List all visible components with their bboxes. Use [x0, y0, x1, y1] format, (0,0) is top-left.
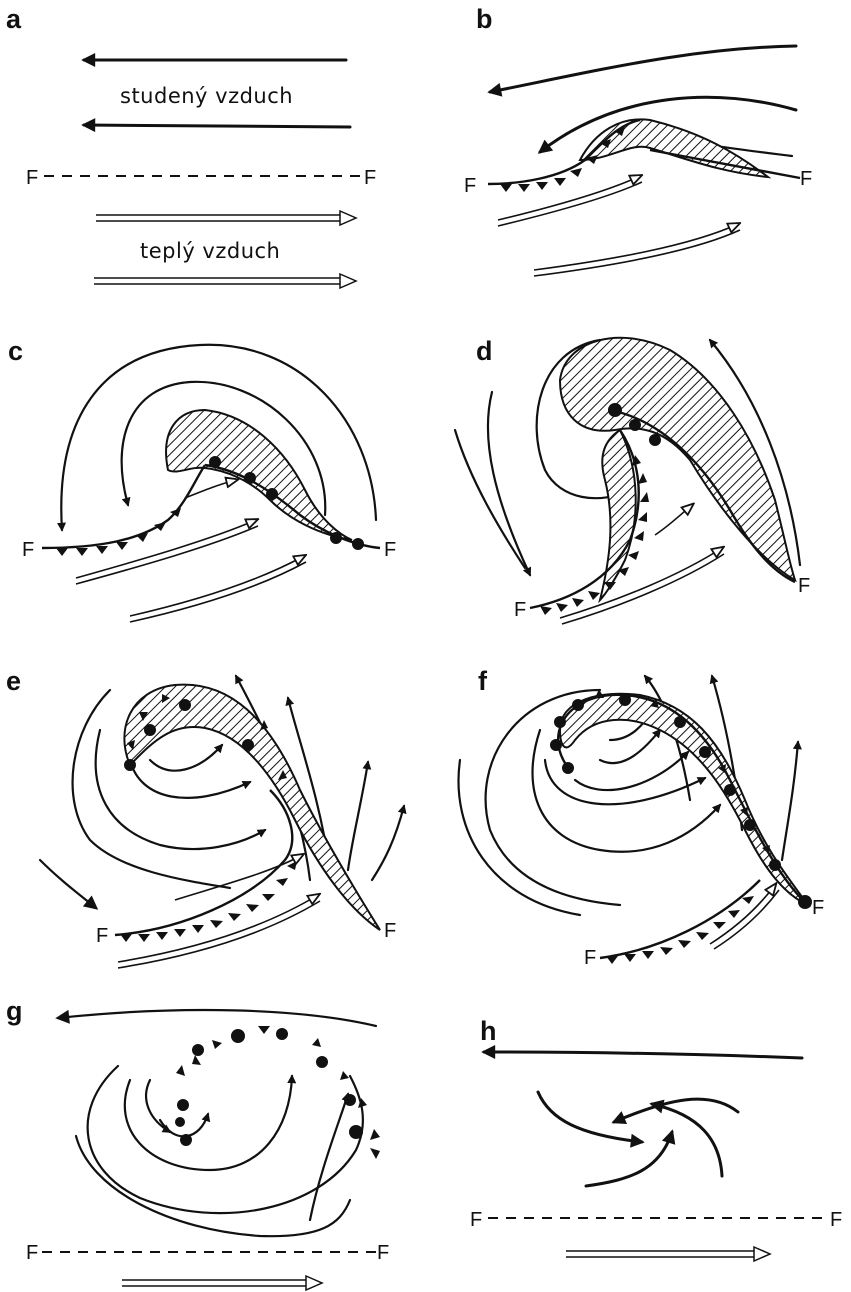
- cold-air-streamline: [160, 1114, 208, 1136]
- cold-air-streamline: [88, 1066, 363, 1213]
- cold-air-streamline: [40, 860, 96, 908]
- cold-air-streamline: [484, 1052, 802, 1058]
- cold-air-streamline: [150, 745, 222, 771]
- cold-air-streamline: [348, 762, 368, 870]
- cold-air-streamline: [58, 1010, 376, 1026]
- panel-label-a: a: [6, 4, 22, 34]
- panel-e: e F F: [6, 666, 404, 968]
- panel-a: a studený vzduch F F teplý vzduch: [6, 4, 376, 288]
- warm-air-arrow: [122, 1276, 322, 1290]
- warm-air-streamline: [498, 182, 642, 226]
- cold-air-streamline: [310, 1094, 348, 1220]
- panel-c: c F F: [8, 336, 396, 622]
- cold-air-streamline: [96, 730, 265, 849]
- front-label-left: F: [26, 1242, 38, 1264]
- warm-sector-hatched: [560, 338, 795, 580]
- warm-air-streamline: [118, 895, 318, 962]
- cold-air-streamline: [125, 1076, 292, 1170]
- cold-air-label: studený vzduch: [120, 84, 293, 108]
- cold-air-streamline: [372, 806, 404, 880]
- cold-air-streamline: [459, 760, 581, 915]
- panel-f: f F F: [459, 666, 825, 969]
- front-label-right: F: [377, 1242, 389, 1264]
- front-label-left: F: [22, 539, 34, 561]
- panel-g: g F F: [6, 996, 389, 1290]
- front-label-left: F: [514, 599, 526, 621]
- warm-air-label: teplý vzduch: [140, 239, 280, 263]
- front-label-right: F: [812, 897, 824, 919]
- cold-air-streamline: [490, 46, 796, 92]
- warm-sector-hatched: [600, 430, 636, 600]
- front-label-left: F: [26, 167, 38, 189]
- front-label-left: F: [584, 947, 596, 969]
- warm-air-arrow: [96, 211, 356, 225]
- panel-label-h: h: [480, 1016, 497, 1046]
- panel-label-c: c: [8, 336, 23, 366]
- warm-air-arrow: [566, 1247, 770, 1261]
- panel-label-e: e: [6, 666, 21, 696]
- panel-label-b: b: [476, 4, 493, 34]
- warm-sector-hatched: [580, 119, 768, 177]
- cold-air-streamline: [130, 760, 250, 798]
- warm-air-streamline: [185, 480, 236, 498]
- front-label-right: F: [798, 575, 810, 597]
- front-label-left: F: [470, 1209, 482, 1231]
- warm-air-streamline: [534, 224, 738, 270]
- cold-air-streamline: [76, 1136, 350, 1236]
- panel-label-f: f: [478, 666, 488, 696]
- cold-air-streamline: [146, 1080, 170, 1132]
- cold-front-triangles: [56, 508, 181, 556]
- front-label-left: F: [464, 175, 476, 197]
- cold-air-streamline: [782, 742, 798, 860]
- cold-front: [600, 880, 760, 958]
- cold-air-streamline: [488, 392, 530, 575]
- warm-air-streamline: [710, 885, 775, 944]
- cold-air-arrow: [84, 125, 350, 127]
- warm-air-streamline: [76, 526, 258, 584]
- front-label-right: F: [364, 167, 376, 189]
- front-label-right: F: [830, 1209, 842, 1231]
- warm-air-streamline: [130, 556, 304, 616]
- panel-h: h F F: [470, 1016, 842, 1261]
- panel-label-d: d: [476, 336, 493, 366]
- panel-label-g: g: [6, 996, 23, 1026]
- cold-air-streamline: [652, 1104, 722, 1176]
- occluded-front-remnant: [175, 1026, 380, 1159]
- warm-sector-hatched: [124, 685, 380, 930]
- warm-sector-hatched: [166, 410, 352, 540]
- warm-air-streamline: [655, 505, 692, 535]
- front-label-left: F: [96, 925, 108, 947]
- cold-front: [115, 790, 292, 935]
- warm-air-arrow: [94, 274, 356, 288]
- front-label-right: F: [384, 920, 396, 942]
- panel-d: d F F: [455, 336, 810, 624]
- panel-b: b F F: [464, 4, 812, 276]
- warm-air-streamline: [560, 548, 722, 618]
- front-label-right: F: [384, 539, 396, 561]
- front-label-right: F: [800, 168, 812, 190]
